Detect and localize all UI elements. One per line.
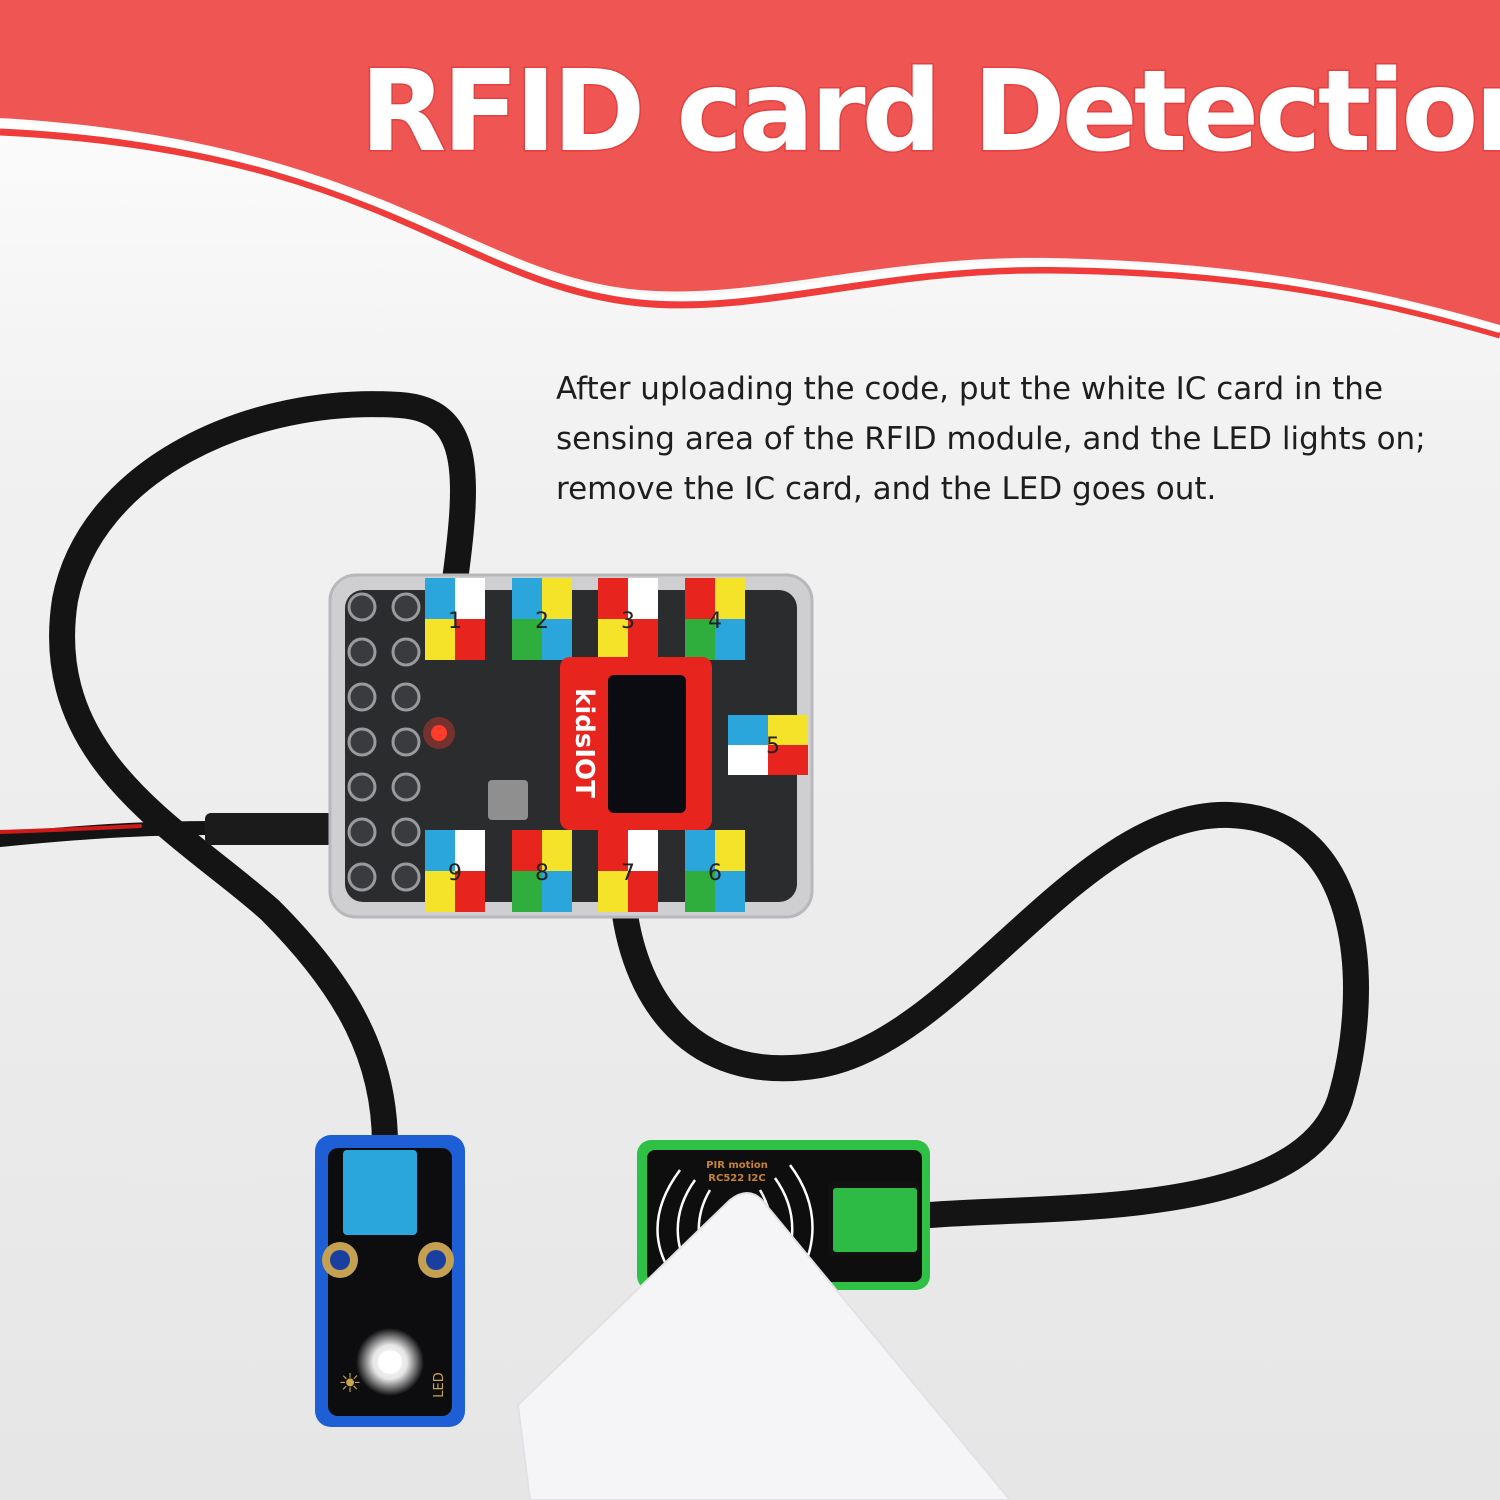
power-led bbox=[431, 725, 447, 741]
stud bbox=[391, 862, 421, 892]
cable-rfid bbox=[612, 801, 1369, 1228]
port-5: 5 bbox=[728, 715, 808, 775]
port-number: 1 bbox=[448, 609, 462, 634]
stud bbox=[391, 772, 421, 802]
rfid-label-1: PIR motion bbox=[706, 1160, 768, 1171]
ic-card bbox=[516, 1192, 1012, 1500]
stud bbox=[391, 727, 421, 757]
oled-screen bbox=[608, 675, 686, 813]
port-number: 3 bbox=[621, 609, 635, 634]
description-line: After uploading the code, put the white … bbox=[556, 371, 1384, 407]
port-6: 6 bbox=[685, 830, 745, 912]
stud bbox=[347, 862, 377, 892]
port-7: 7 bbox=[598, 830, 658, 912]
stud bbox=[347, 817, 377, 847]
controller-board: 1 2 3 4 5 6 7 8 9 kidsIOT bbox=[328, 573, 814, 919]
led-module: ☀ LED bbox=[315, 1135, 465, 1427]
cables bbox=[0, 391, 1369, 1228]
header-wave-line bbox=[0, 128, 1500, 339]
stud bbox=[391, 817, 421, 847]
port-4: 4 bbox=[685, 578, 745, 660]
stud bbox=[347, 637, 377, 667]
stud bbox=[347, 592, 377, 622]
port-number: 9 bbox=[448, 861, 462, 886]
stud bbox=[347, 772, 377, 802]
bulb-icon: ☀ bbox=[338, 1369, 361, 1399]
port-number: 2 bbox=[535, 609, 549, 634]
stud bbox=[391, 637, 421, 667]
header-banner bbox=[0, 0, 1500, 325]
stud bbox=[391, 592, 421, 622]
lego-studs bbox=[347, 592, 421, 892]
led-label: LED bbox=[432, 1372, 447, 1397]
port-number: 4 bbox=[708, 609, 722, 634]
port-number: 6 bbox=[708, 861, 722, 886]
port-1: 1 bbox=[425, 578, 485, 660]
port-8: 8 bbox=[512, 830, 572, 912]
port-2: 2 bbox=[512, 578, 572, 660]
rfid-label-2: RC522 I2C bbox=[708, 1173, 765, 1184]
port-number: 8 bbox=[535, 861, 549, 886]
port-number: 7 bbox=[621, 861, 635, 886]
description-line: sensing area of the RFID module, and the… bbox=[556, 421, 1426, 457]
port-3: 3 bbox=[598, 578, 658, 660]
description-line: remove the IC card, and the LED goes out… bbox=[556, 471, 1217, 507]
connector bbox=[343, 1150, 417, 1235]
port-number: 5 bbox=[766, 734, 780, 759]
stud bbox=[347, 682, 377, 712]
connector bbox=[833, 1188, 917, 1252]
stud bbox=[391, 682, 421, 712]
stud bbox=[347, 727, 377, 757]
description: After uploading the code, put the white … bbox=[556, 364, 1466, 514]
port-9: 9 bbox=[425, 830, 485, 912]
cable-led bbox=[49, 391, 476, 1158]
page-title: RFID card Detection bbox=[360, 47, 1500, 177]
chip bbox=[488, 780, 528, 820]
board-brand: kidsIOT bbox=[569, 688, 599, 798]
usb-cable bbox=[0, 821, 222, 847]
header-wave-gap bbox=[0, 122, 1500, 333]
